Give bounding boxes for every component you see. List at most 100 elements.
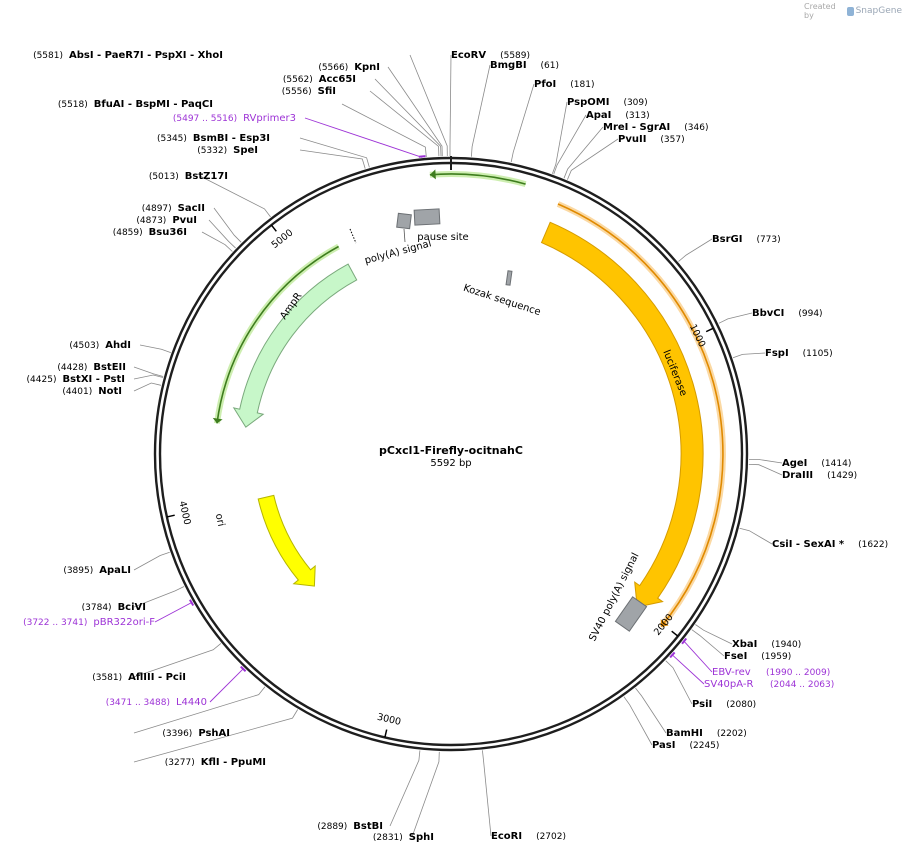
site-label: KflI - PpuMI(3277) [165,757,266,768]
bp-tick-label: 4000 [176,500,192,526]
site-name: Bsu36I [149,227,187,238]
site-leader-line [678,238,713,262]
primer-label: L4440(3471 .. 3488) [106,697,207,708]
site-name: PshAI [198,728,230,739]
site-leader-line [133,382,162,392]
site-position: (1429) [827,471,857,481]
site-label: ApaI(313) [586,110,650,121]
site-label: BsmBI - Esp3I(5345) [157,133,270,144]
site-name: BmgBI [490,60,527,71]
site-label: AflIII - PciI(3581) [92,672,186,683]
primer-name: RVprimer3 [243,113,296,124]
bp-tick-mark [270,224,277,232]
orf-arrow [429,173,526,185]
site-name: KflI - PpuMI [201,757,266,768]
site-position: (1622) [858,540,888,550]
site-position: (5556) [282,87,312,97]
map-title-block: pCxcl1-Firefly-ocitnahC 5592 bp [351,444,551,470]
primer-leader-line [154,601,193,623]
site-leader-line [691,629,725,657]
site-leader-line [718,312,753,324]
site-label: PvuI(4873) [136,215,197,226]
site-leader-line [133,366,164,377]
bp-tick-label: 1000 [687,323,707,350]
polya-label-leader [403,228,406,243]
feature-sv40-polya-box [614,596,648,632]
site-position: (5013) [149,172,179,182]
site-position: (5581) [33,51,63,61]
site-leader-line [567,138,619,180]
site-name: BstEII [93,362,126,373]
site-position: (181) [570,80,594,90]
site-name: BsmBI - Esp3I [193,133,270,144]
bp-tick-label: 3000 [376,712,402,728]
site-position: (357) [660,135,684,145]
site-leader-line [411,751,440,838]
site-label: AbsI - PaeR7I - PspXI - XhoI (5581) [33,50,223,61]
site-name: FseI [724,651,747,662]
site-label: AgeI(1414) [782,458,851,469]
site-name: BstZ17I [185,171,228,182]
site-name: EcoRI [491,831,522,842]
site-label: SphI(2831) [373,832,434,843]
site-label: EcoRI(2702) [491,831,566,842]
site-leader-line [299,137,370,168]
site-position: (4859) [113,228,143,238]
site-label: CsiI - SexAI * (1622) [772,539,888,550]
site-label: BfuAI - BspMI - PaqCI(5518) [58,99,213,110]
site-label: PshAI(3396) [162,728,230,739]
site-leader-line [732,352,766,359]
site-label: BmgBI(61) [490,60,559,71]
site-name: MreI - SgrAI [603,122,670,133]
site-position: (5562) [283,75,313,85]
site-name: AbsI - PaeR7I - PspXI - XhoI [69,50,223,61]
snapgene-logo-icon [847,6,854,16]
site-name: PvuII [618,134,646,145]
site-label: SacII(4897) [142,203,205,214]
site-label: BstEII(4428) [57,362,126,373]
ampr-promoter-marker [349,228,357,244]
site-label: SfiI(5556) [282,86,336,97]
site-label: BbvCI(994) [752,308,823,319]
site-name: PsiI [692,699,712,710]
feature-ampr-arrow [232,263,358,428]
site-name: BsrGI [712,234,742,245]
orf-arrowhead [660,619,669,627]
primer-name: EBV-rev [712,667,751,678]
site-leader-line [369,90,440,157]
map-length: 5592 bp [430,458,472,469]
feature-arrows [232,208,704,632]
site-position: (5518) [58,100,88,110]
site-name: Acc65I [319,74,356,85]
site-name: PspOMI [567,97,609,108]
site-position: (5566) [318,63,348,73]
site-name: CsiI - SexAI * [772,539,845,550]
site-label: EcoRV(5589) [451,50,530,61]
primer-range: (1990 .. 2009) [766,668,830,678]
site-label: SpeI(5332) [197,145,258,156]
site-name: BciVI [118,602,146,613]
bp-tick-mark [166,514,175,518]
site-position: (1959) [761,652,791,662]
primer-range: (2044 .. 2063) [770,680,834,690]
site-position: (3895) [63,566,93,576]
site-name: ApaI [586,110,611,121]
site-label: BstBI(2889) [317,821,383,832]
site-label: PvuII (357) [618,134,685,145]
site-label: BciVI (3784) [82,602,146,613]
site-name: PvuI [172,215,197,226]
site-position: (3784) [82,603,112,613]
feature-kozak-box [505,270,513,286]
orf-arrowhead [212,417,223,424]
site-leader-line [201,231,233,252]
orf-arrow [557,203,724,628]
primer-leader-line [683,640,713,673]
site-leader-line [635,687,667,734]
site-name: SphI [409,832,434,843]
site-leader-line [553,114,587,175]
site-label: ApaLI(3895) [63,565,131,576]
site-label: Acc65I (5562) [283,74,356,85]
site-leader-line [133,643,222,678]
site-position: (5589) [500,51,530,61]
